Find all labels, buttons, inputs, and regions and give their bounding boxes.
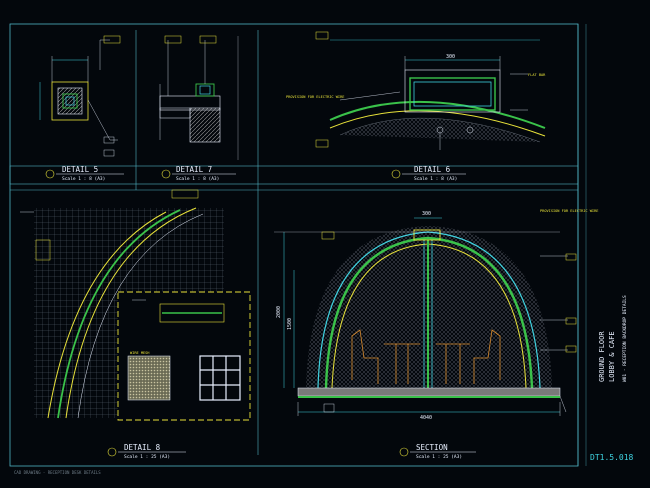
detail-8-scale: Scale 1 : 25 (A3) xyxy=(124,454,170,460)
note-provision: PROVISION FOR ELECTRIC WIRE xyxy=(286,95,344,99)
detail-7-drawing xyxy=(159,35,239,160)
section-width-dimension: 4040 xyxy=(420,415,432,421)
title-block-line3: W01 - RECEPTION BACKDROP DETAILS xyxy=(622,295,628,382)
detail-7-scale: Scale 1 : 8 (A3) xyxy=(176,176,219,182)
detail-5-drawing xyxy=(39,35,121,157)
section-title: SECTION xyxy=(416,443,448,452)
mesh-grid-detail xyxy=(199,355,241,401)
detail-8-drawing xyxy=(20,189,251,421)
note-mesh: WIRE MESH xyxy=(130,351,149,355)
section-scale: Scale 1 : 25 (A3) xyxy=(416,454,462,460)
section-drawing xyxy=(274,217,577,416)
section-height-dimension-a: 2000 xyxy=(276,306,282,318)
footer-note: CAD DRAWING - RECEPTION DESK DETAILS xyxy=(14,470,101,475)
detail-6-title: DETAIL 6 xyxy=(414,165,451,174)
section-height-dimension-b: 1500 xyxy=(287,318,293,330)
detail-6-drawing xyxy=(315,31,546,150)
detail-5-scale: Scale 1 : 8 (A3) xyxy=(62,176,105,182)
title-block-line1: GROUND FLOOR xyxy=(598,331,606,382)
d6-width-dimension: 300 xyxy=(446,54,455,60)
detail-7-title: DETAIL 7 xyxy=(176,165,212,174)
detail-5-title: DETAIL 5 xyxy=(62,165,98,174)
note-flat-bar: FLAT BAR xyxy=(528,73,546,77)
detail-8-title: DETAIL 8 xyxy=(124,443,161,452)
furniture xyxy=(351,329,501,384)
detail-titles xyxy=(45,169,476,457)
title-block-line2: LOBBY & CAFE xyxy=(608,331,616,382)
detail-6-scale: Scale 1 : 8 (A3) xyxy=(414,176,457,182)
section-top-dimension: 300 xyxy=(422,211,431,217)
sheet-frame xyxy=(9,23,587,467)
sheet-number: DT1.5.018 xyxy=(590,453,634,462)
note-provision-section: PROVISION FOR ELECTRIC WIRE xyxy=(540,209,598,213)
